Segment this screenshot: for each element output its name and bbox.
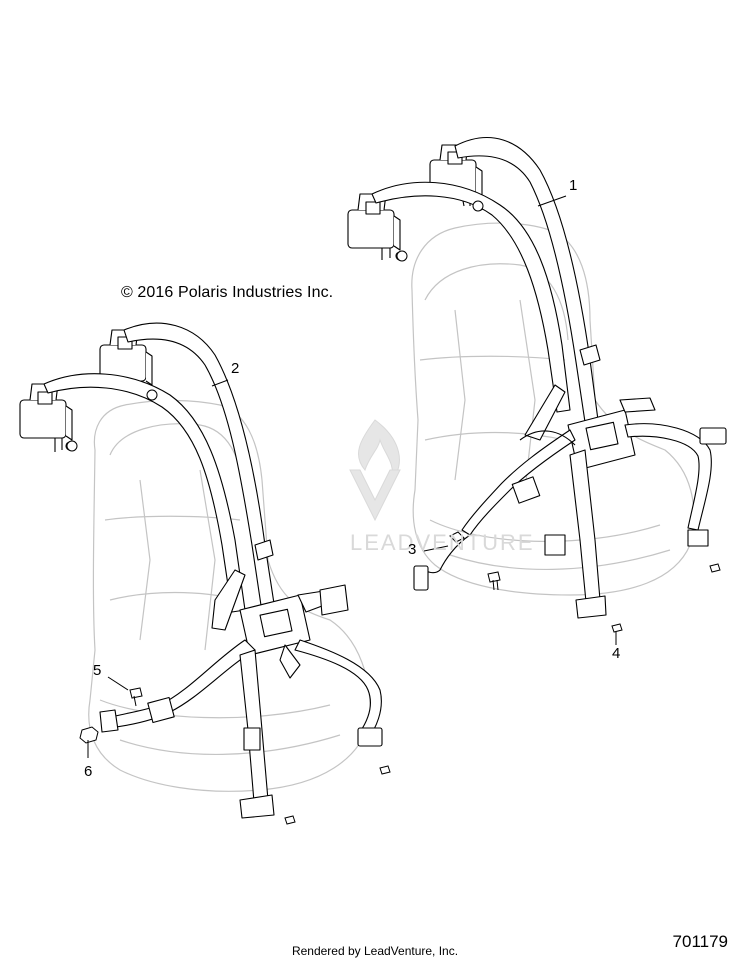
callout-2: 2 — [231, 360, 240, 377]
diagram-number: 701179 — [672, 932, 728, 951]
callout-5: 5 — [93, 662, 102, 679]
leadventure-watermark — [349, 419, 401, 522]
bolt-item-5 — [129, 687, 143, 707]
watermark-text: LEADVENTURE — [350, 530, 535, 555]
bolt-item-3 — [449, 531, 465, 543]
nut-item-6 — [79, 726, 99, 744]
right-harness-assembly — [347, 137, 727, 619]
callout-3: 3 — [408, 541, 417, 558]
left-harness-assembly — [19, 322, 383, 819]
fasteners — [66, 200, 721, 825]
copyright-notice: © 2016 Polaris Industries Inc. — [121, 284, 334, 301]
right-retractor-outer — [347, 193, 405, 261]
rendered-by-footer: Rendered by LeadVenture, Inc. — [291, 944, 459, 958]
callout-1: 1 — [569, 177, 578, 194]
callout-6: 6 — [84, 763, 93, 780]
left-retractor-outer — [19, 383, 75, 452]
callout-leaders — [87, 195, 617, 758]
bolt-item-4 — [611, 623, 623, 638]
callout-4: 4 — [612, 645, 621, 662]
